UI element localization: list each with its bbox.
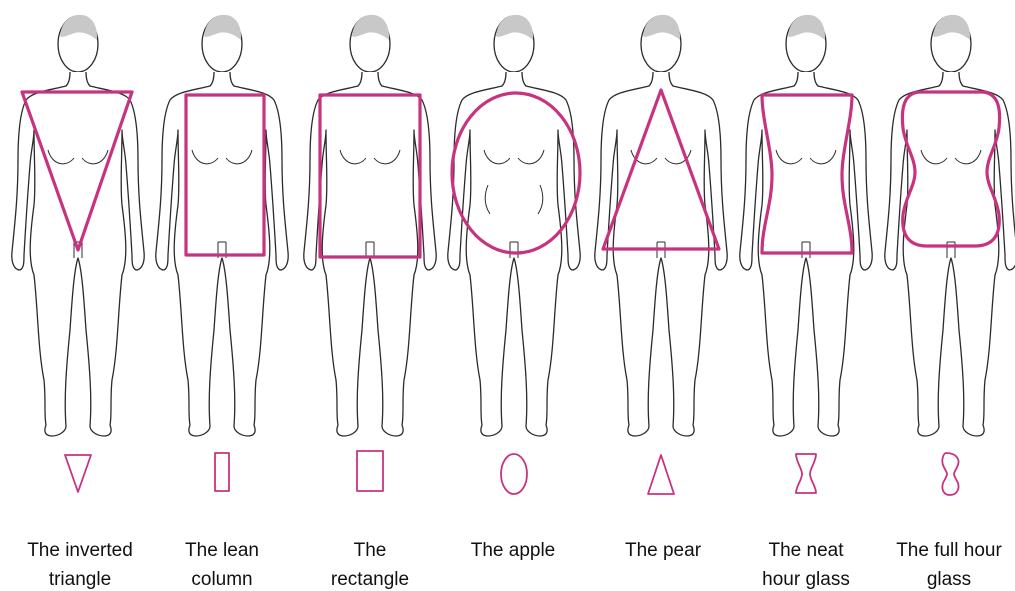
- figure-silhouette: [304, 15, 436, 436]
- label-lean-column: The lean column: [147, 536, 297, 591]
- label-line: The neat: [731, 536, 881, 565]
- label-rectangle: The rectangle: [295, 536, 445, 591]
- label-line: The lean: [147, 536, 297, 565]
- body-outline: [595, 72, 727, 436]
- figure-silhouette: [595, 15, 727, 436]
- body-outline: [12, 72, 144, 436]
- inverted-triangle-shape-icon: [65, 455, 91, 492]
- rectangle-shape-icon: [357, 451, 383, 491]
- label-line: rectangle: [295, 565, 445, 591]
- triangle-shape-icon: [648, 455, 674, 494]
- label-apple: The apple: [438, 536, 588, 565]
- label-line: The apple: [438, 536, 588, 565]
- hourglass-shape-icon: [796, 454, 816, 493]
- body-outline: [304, 72, 436, 436]
- label-line: The full hour: [874, 536, 1015, 565]
- label-line: The: [295, 536, 445, 565]
- tall-rectangle-shape-icon: [215, 453, 229, 491]
- figure-silhouette: [12, 15, 144, 436]
- label-line: hour glass: [731, 565, 881, 591]
- rounded-hourglass-shape-icon: [942, 453, 958, 495]
- label-line: glass: [874, 565, 1015, 591]
- label-line: The pear: [588, 536, 738, 565]
- label-inverted-triangle: The inverted triangle: [5, 536, 155, 591]
- label-line: column: [147, 565, 297, 591]
- label-line: triangle: [5, 565, 155, 591]
- oval-shape-icon: [501, 454, 527, 494]
- figure-silhouette: [740, 15, 872, 436]
- label-neat-hour-glass: The neat hour glass: [731, 536, 881, 591]
- label-pear: The pear: [588, 536, 738, 565]
- label-full-hour-glass: The full hour glass: [874, 536, 1015, 591]
- label-line: The inverted: [5, 536, 155, 565]
- figure-silhouette: [156, 15, 288, 436]
